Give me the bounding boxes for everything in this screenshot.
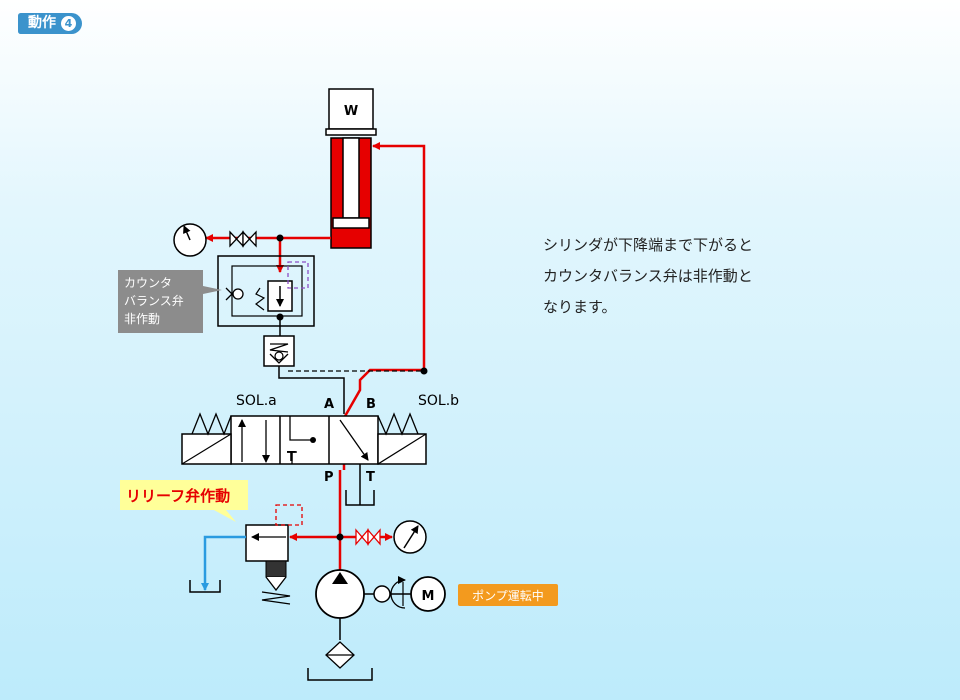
tank-line-t	[345, 464, 375, 506]
callout-line-2: バランス弁	[124, 293, 184, 308]
pump	[307, 569, 373, 681]
return-line	[189, 535, 246, 593]
relief-callout-text: リリーフ弁作動	[126, 487, 230, 505]
stop-valve-lower	[355, 528, 381, 546]
counterbalance-callout: カウンタ バランス弁 非作動	[118, 270, 222, 333]
pressure-gauge-lower	[393, 520, 427, 554]
weight-label: W	[344, 104, 358, 119]
relief-valve	[245, 504, 303, 605]
pressure-gauge-upper	[173, 223, 207, 257]
port-t-center-label: T	[287, 450, 296, 465]
pump-pressure-line	[289, 470, 393, 574]
port-t-label: T	[366, 470, 375, 485]
port-p-label: P	[324, 470, 334, 485]
description-line-2: カウンタバランス弁は非作動と	[543, 267, 753, 285]
callout-line-1: カウンタ	[124, 276, 172, 290]
check-valve	[263, 335, 345, 414]
cylinder-assembly: W	[325, 88, 377, 249]
weight-base	[325, 128, 377, 136]
coupling	[364, 576, 412, 609]
directional-valve	[181, 412, 427, 465]
sol-b-label: SOL.b	[418, 393, 459, 409]
step-label: 動作	[28, 15, 56, 31]
relief-callout: リリーフ弁作動	[120, 480, 248, 522]
piston-rod	[342, 137, 360, 219]
counterbalance-valve	[217, 255, 315, 336]
port-a-label: A	[324, 397, 334, 412]
stop-valve-upper	[229, 230, 257, 248]
step-badge: 動作 4	[18, 13, 82, 34]
piston	[332, 217, 370, 229]
description-line-1: シリンダが下降端まで下がると	[543, 236, 754, 254]
pump-status-text: ポンプ運転中	[472, 588, 544, 603]
description: シリンダが下降端まで下がると カウンタバランス弁は非作動と なります。	[543, 230, 843, 323]
callout-line-3: 非作動	[124, 312, 160, 326]
motor-label: M	[422, 589, 435, 604]
step-number: 4	[61, 16, 76, 31]
weight-block	[328, 88, 374, 130]
description-line-3: なります。	[543, 298, 617, 316]
port-b-label: B	[366, 397, 376, 412]
pump-status-badge: ポンプ運転中	[458, 584, 558, 606]
motor: M	[410, 576, 446, 612]
sol-a-label: SOL.a	[236, 393, 277, 409]
